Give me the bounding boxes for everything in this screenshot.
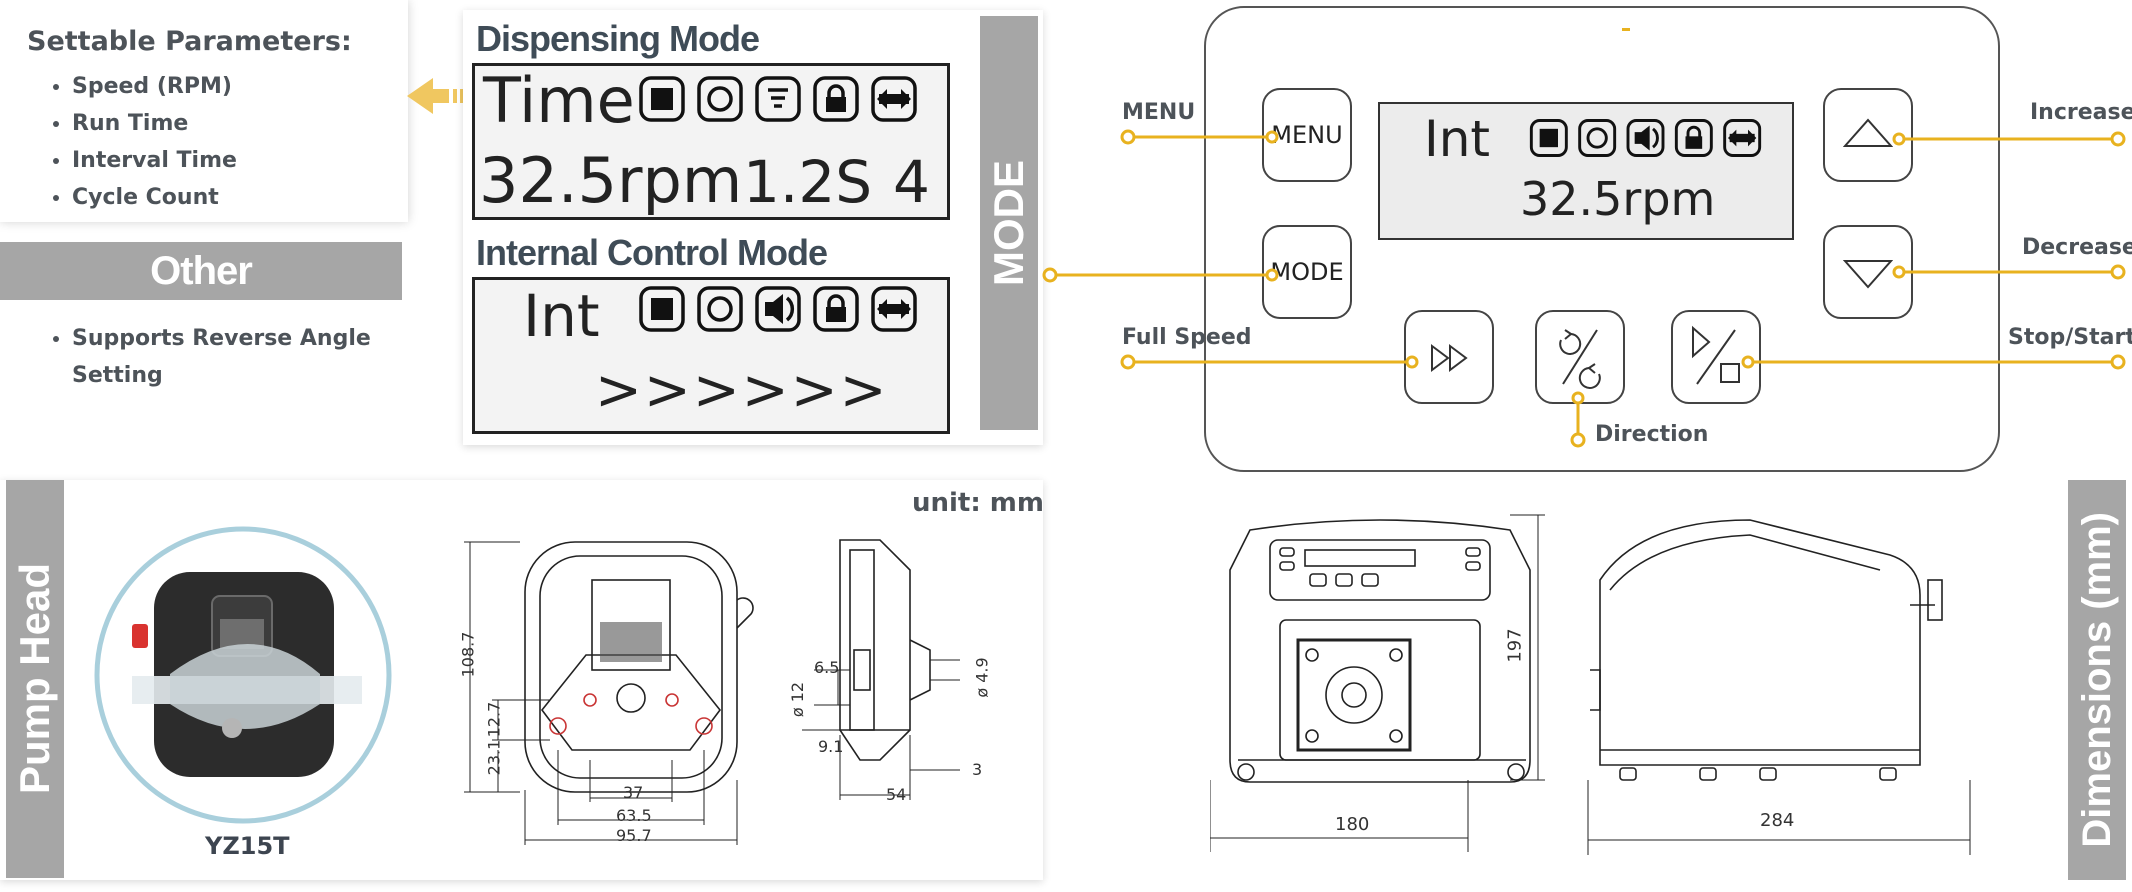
direction-icon: [1559, 329, 1601, 389]
dim-label: 63.5: [616, 806, 652, 825]
dim-label: 9.1: [818, 737, 844, 756]
callout-increase: Increase: [2030, 100, 2132, 125]
pump-head-side-drawing: [802, 539, 960, 800]
panel-lcd: Int 32.5rpm: [1378, 102, 1794, 240]
dim-label: 197: [1504, 628, 1526, 663]
pump-head-model: YZ15T: [205, 832, 290, 860]
dim-label: ø 4.9: [972, 657, 992, 698]
pump-head-front-drawing: [464, 541, 754, 845]
dim-label: 23.1: [484, 739, 504, 776]
other-list: Supports Reverse Angle Setting: [27, 320, 372, 394]
increase-button[interactable]: [1823, 88, 1913, 182]
control-panel: [1204, 6, 2000, 472]
pump-head-band: Pump Head: [6, 480, 64, 878]
params-title: Settable Parameters:: [27, 26, 352, 57]
list-item: Run Time: [72, 105, 237, 142]
list-item: Supports Reverse Angle Setting: [72, 320, 372, 394]
internal-line1: Int: [523, 282, 600, 350]
callout-menu: MENU: [1122, 100, 1196, 125]
pump-head-band-label: Pump Head: [11, 563, 58, 795]
dim-label: 37: [623, 783, 644, 802]
full-speed-button[interactable]: [1404, 310, 1494, 404]
callout-full-speed: Full Speed: [1122, 325, 1252, 350]
panel-mark: [1622, 28, 1630, 31]
play-stop-icon: [1692, 325, 1740, 385]
dim-label: 95.7: [616, 826, 652, 845]
other-heading: Other: [0, 242, 402, 300]
mode-band: MODE: [980, 16, 1038, 430]
status-icons: [639, 286, 917, 332]
fast-forward-icon: [1431, 344, 1468, 372]
mode-button-label: MODE: [1270, 258, 1344, 286]
dispensing-speed: 32.5rpm: [479, 144, 743, 217]
list-item: Interval Time: [72, 142, 237, 179]
dim-label: 6.5: [814, 658, 840, 677]
callout-decrease: Decrease: [2022, 235, 2132, 260]
dim-label: 12.7: [484, 701, 504, 738]
pump-front-drawing: [1210, 514, 1545, 852]
unit-label: unit: mm: [912, 488, 1044, 518]
list-item: Speed (RPM): [72, 68, 237, 105]
list-item: Cycle Count: [72, 179, 237, 216]
internal-line2: >>>>>>: [595, 358, 889, 423]
dim-label: 3: [972, 760, 983, 779]
menu-button[interactable]: MENU: [1262, 88, 1352, 182]
dim-label: 284: [1760, 810, 1795, 831]
dim-label: ø 12: [788, 681, 808, 718]
dimensions-band-label: Dimensions (mm): [2074, 512, 2119, 848]
dim-label: 54: [886, 785, 907, 804]
menu-button-label: MENU: [1271, 121, 1343, 149]
mode-button[interactable]: MODE: [1262, 225, 1352, 319]
internal-mode-title: Internal Control Mode: [476, 232, 828, 273]
panel-lcd-line2: 32.5rpm: [1520, 172, 1716, 226]
dispensing-lcd: Time 32.5rpm 1.2S 4: [472, 63, 950, 220]
dispensing-time: 1.2S: [743, 148, 873, 216]
other-heading-label: Other: [150, 248, 253, 293]
params-list: Speed (RPM) Run Time Interval Time Cycle…: [27, 68, 237, 216]
callout-stop-start: Stop/Start: [2008, 325, 2132, 350]
status-icons: [1529, 119, 1762, 157]
params-panel: [0, 0, 408, 222]
triangle-down-icon: [1843, 260, 1893, 289]
status-icons: [639, 76, 917, 122]
stop-start-button[interactable]: [1671, 310, 1761, 404]
triangle-up-icon: [1843, 118, 1893, 147]
dimensions-band: Dimensions (mm): [2068, 480, 2126, 880]
dispensing-mode-title: Dispensing Mode: [476, 18, 760, 59]
internal-lcd: Int >>>>>>: [472, 277, 950, 434]
panel-lcd-line1: Int: [1424, 110, 1491, 168]
dispensing-count: 4: [893, 148, 930, 216]
dim-label: 108.7: [458, 631, 478, 678]
pump-head-photo: [94, 526, 392, 824]
callout-direction: Direction: [1595, 422, 1709, 447]
arrow-left-icon: [407, 78, 463, 114]
dim-label: 180: [1335, 814, 1370, 835]
pump-side-drawing: [1587, 519, 1971, 855]
dispensing-line1: Time: [483, 64, 635, 137]
